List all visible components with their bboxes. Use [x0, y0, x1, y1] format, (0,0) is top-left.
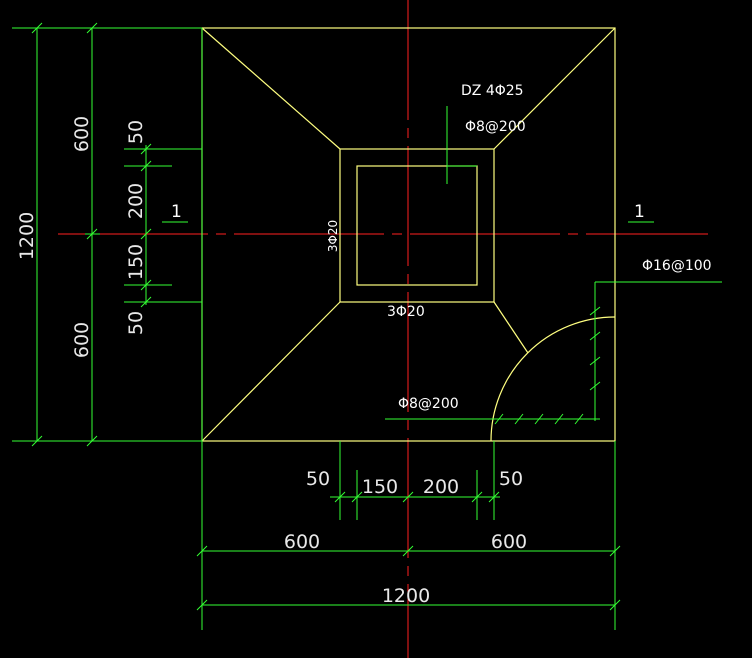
dim-tick: [196, 545, 208, 557]
column-inner-rect: [356, 165, 478, 286]
bottom-dimension-text: 50 150 200 50 600 600 1200: [284, 468, 527, 607]
rebar-labels: DZ 4Φ25 Φ8@200 Φ16@100 Φ8@200 3Φ20 3Φ20 …: [171, 83, 712, 412]
left-dimensions: [12, 22, 203, 447]
label-stirrup-base: Φ8@200: [398, 396, 459, 412]
dim-bottom-right: 600: [491, 531, 527, 553]
mesh-tick: [589, 331, 601, 341]
column-pedestal-rect: [339, 148, 495, 303]
dim-tick: [609, 599, 621, 611]
dim-bottom-detail-4: 50: [499, 468, 523, 490]
mesh-tick: [554, 413, 564, 425]
dim-left-overall: 1200: [16, 212, 38, 260]
mesh-tick: [494, 413, 504, 425]
label-stirrup-column: Φ8@200: [465, 119, 526, 135]
reinforcement-arc: [490, 316, 616, 442]
dim-left-detail-3: 150: [125, 244, 147, 280]
dim-left-detail-2: 200: [125, 183, 147, 219]
dim-left-upper: 600: [71, 116, 93, 152]
mesh-tick: [589, 356, 601, 366]
dim-tick: [140, 160, 152, 172]
dim-tick: [196, 599, 208, 611]
dim-tick: [31, 22, 43, 34]
mesh-tick: [574, 413, 584, 425]
label-rebar-bottom: 3Φ20: [387, 304, 425, 320]
left-dimension-text: 1200 600 600 50 200 150 50: [16, 116, 147, 358]
dim-tick: [351, 491, 363, 503]
dim-tick: [140, 228, 152, 240]
section-mark-right: 1: [634, 202, 645, 222]
dim-tick: [402, 491, 414, 503]
label-bottom-mesh: Φ16@100: [642, 258, 712, 274]
dim-tick: [86, 228, 98, 240]
dim-tick: [140, 279, 152, 291]
dim-bottom-detail-2: 150: [362, 476, 398, 498]
mesh-tick: [534, 413, 544, 425]
dim-tick: [334, 491, 346, 503]
reinforcement-lines: [162, 106, 722, 425]
dim-tick: [140, 296, 152, 308]
dim-tick: [86, 435, 98, 447]
slope-line-tl: [201, 27, 341, 150]
slope-line-tr: [493, 27, 616, 150]
dim-bottom-detail-1: 50: [306, 468, 330, 490]
dim-bottom-overall: 1200: [382, 585, 430, 607]
dim-left-detail-4: 50: [125, 311, 147, 335]
dim-tick: [609, 545, 621, 557]
center-lines: [58, 0, 708, 658]
label-column: DZ 4Φ25: [461, 83, 524, 99]
dim-bottom-detail-3: 200: [423, 476, 459, 498]
dim-tick: [402, 545, 414, 557]
mesh-tick: [589, 381, 601, 391]
bottom-dimensions: [196, 441, 621, 630]
mesh-tick: [514, 413, 524, 425]
dim-tick: [488, 491, 500, 503]
dim-left-detail-1: 50: [125, 120, 147, 144]
dim-bottom-left: 600: [284, 531, 320, 553]
label-rebar-side: 3Φ20: [326, 220, 340, 252]
dim-left-lower: 600: [71, 322, 93, 358]
dim-tick: [86, 22, 98, 34]
section-mark-left: 1: [171, 202, 182, 222]
slope-line-br: [493, 301, 529, 354]
mesh-tick: [589, 306, 601, 316]
dim-tick: [31, 435, 43, 447]
dim-tick: [471, 491, 483, 503]
dim-tick: [140, 143, 152, 155]
slope-line-bl: [201, 301, 341, 442]
